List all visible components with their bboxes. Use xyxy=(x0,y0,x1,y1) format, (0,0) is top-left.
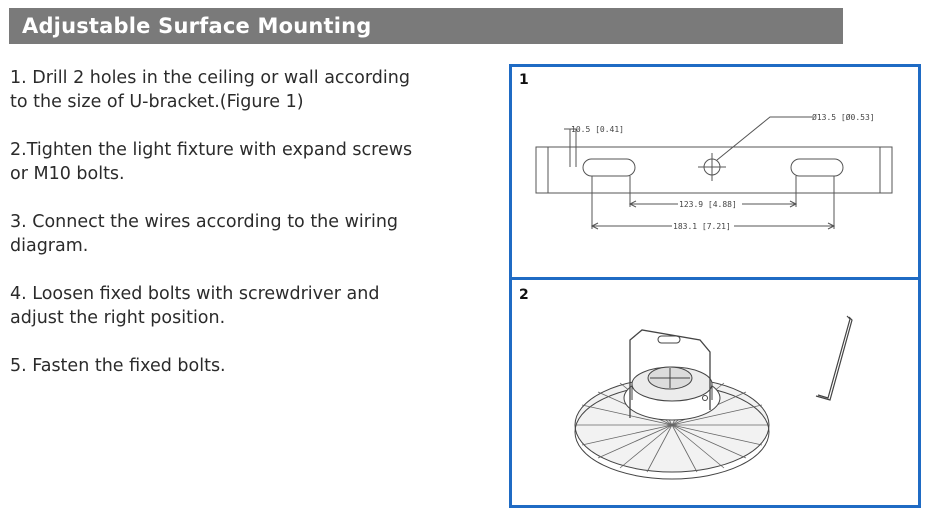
figures-panel: 1 xyxy=(509,64,921,508)
figure-1-number: 1 xyxy=(519,72,529,88)
step-4: 4. Loosen fixed bolts with screwdriver a… xyxy=(10,284,380,328)
section-title-bar: Adjustable Surface Mounting xyxy=(9,8,843,44)
dim-slot-width: 10.5 [0.41] xyxy=(571,125,624,134)
high-bay-fixture-image xyxy=(574,329,770,480)
figure-divider xyxy=(512,277,918,280)
u-bracket-drawing: 10.5 [0.41] Ø13.5 [Ø0.53] 123.9 [4.88] 1… xyxy=(535,112,893,231)
dim-slot-spacing: 123.9 [4.88] xyxy=(679,200,737,209)
dim-overall: 183.1 [7.21] xyxy=(673,222,731,231)
step-2: 2.Tighten the light fixture with expand … xyxy=(10,140,413,184)
step-5: 5. Fasten the fixed bolts. xyxy=(10,356,226,376)
dim-hole-diameter: Ø13.5 [Ø0.53] xyxy=(812,112,875,122)
fixture-illustration xyxy=(574,315,853,480)
section-title: Adjustable Surface Mounting xyxy=(22,14,372,38)
instruction-steps: 1. Drill 2 holes in the ceiling or wall … xyxy=(10,66,490,402)
hex-key-image xyxy=(815,315,853,401)
figure-2-number: 2 xyxy=(519,287,529,303)
step-1: 1. Drill 2 holes in the ceiling or wall … xyxy=(10,68,410,112)
step-3: 3. Connect the wires according to the wi… xyxy=(10,212,399,256)
